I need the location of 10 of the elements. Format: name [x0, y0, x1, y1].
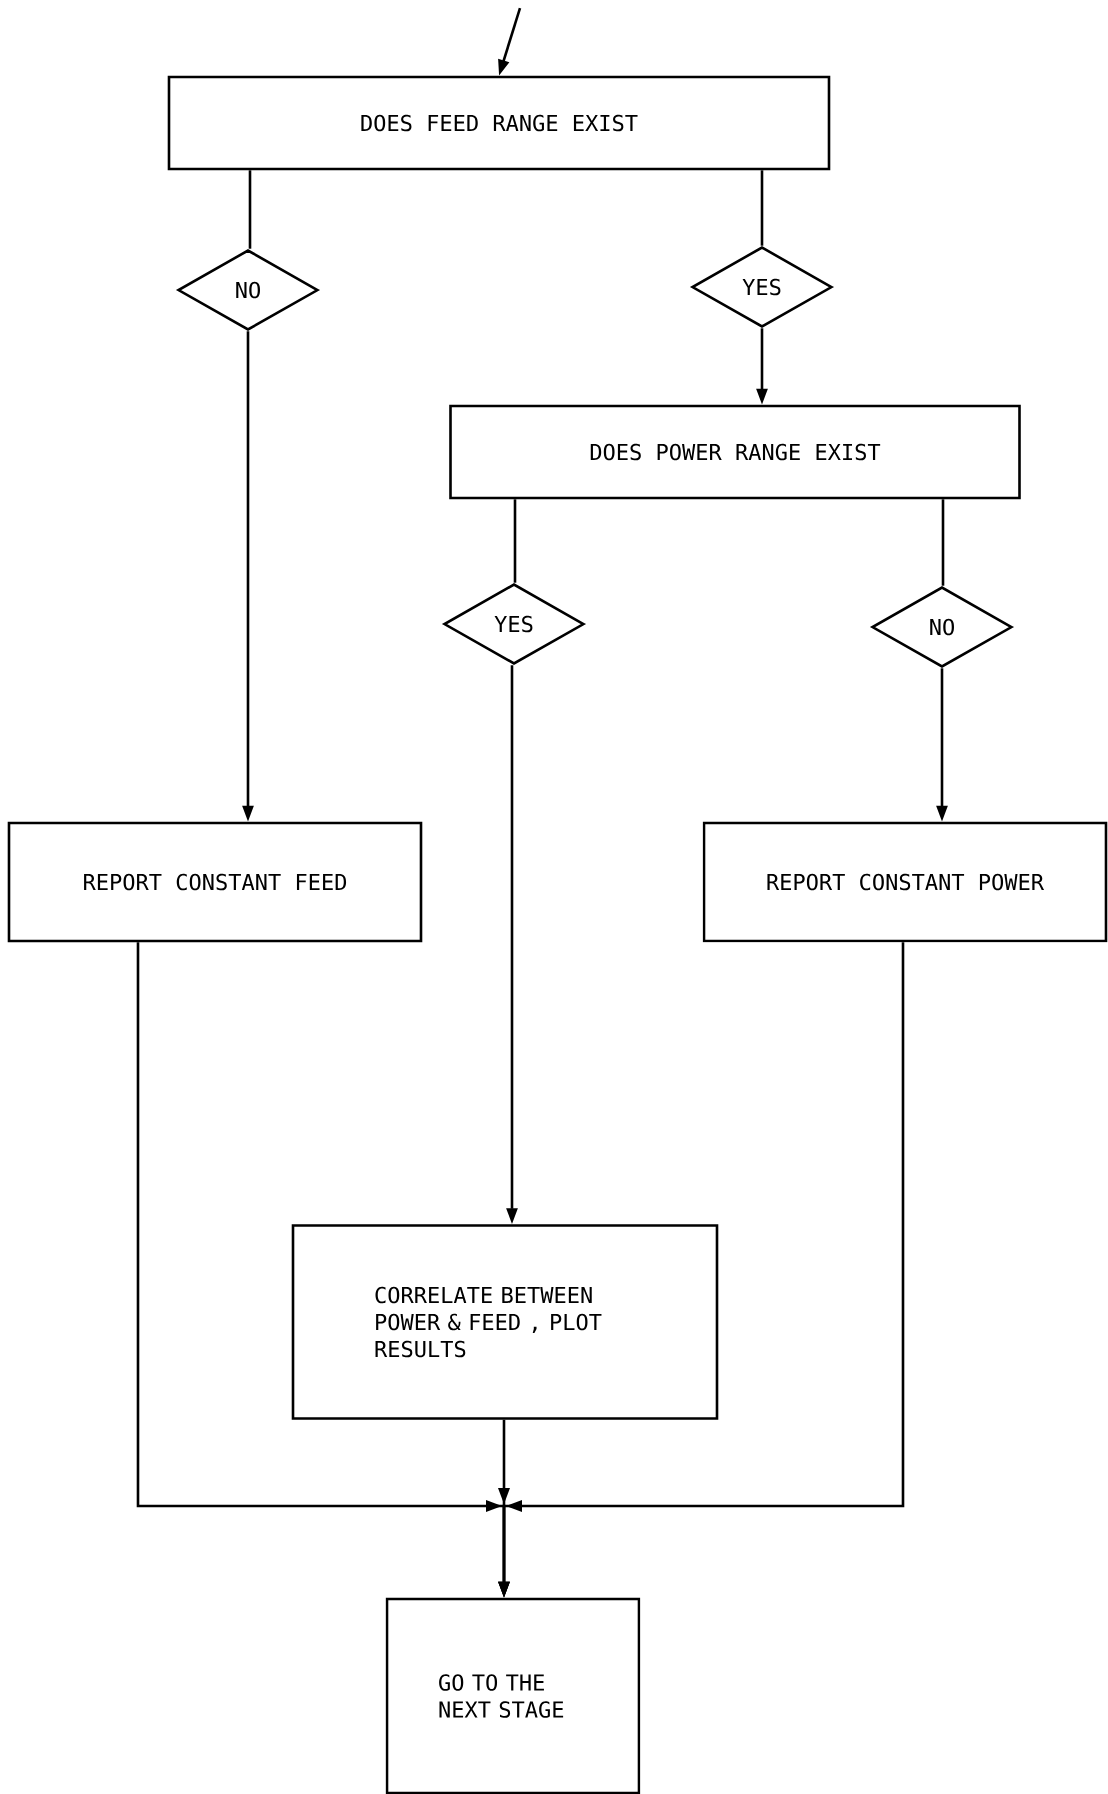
connector-line — [513, 499, 517, 583]
process-box: DOES FEED RANGE EXIST — [167, 75, 831, 171]
process-box: GO TO THE NEXT STAGE — [385, 1597, 641, 1794]
process-box: REPORT CONSTANT POWER — [702, 821, 1108, 943]
process-box: DOES POWER RANGE EXIST — [449, 404, 1021, 500]
connector-line — [760, 170, 764, 246]
process-box: REPORT CONSTANT FEED — [7, 821, 423, 943]
connector-line — [248, 170, 252, 249]
connector-line — [941, 499, 945, 586]
process-box: CORRELATE BETWEEN POWER & FEED , PLOT RESULTS — [291, 1224, 719, 1420]
